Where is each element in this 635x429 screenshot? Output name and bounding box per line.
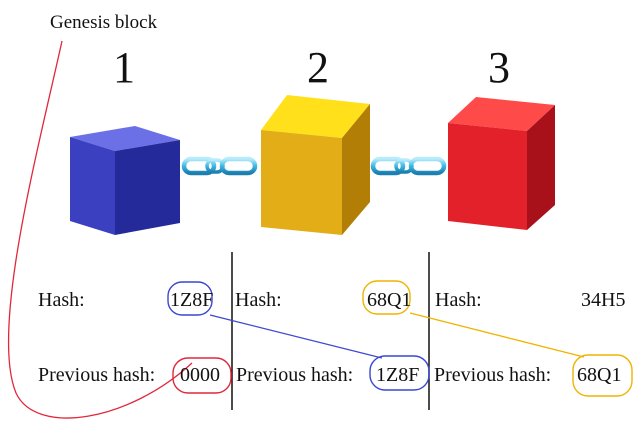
hash-link-2-3 (409, 312, 585, 358)
block-1-prev-hash-value: 0000 (180, 364, 220, 386)
hash-2-highlight (362, 280, 411, 315)
block-1-cube (70, 126, 180, 235)
block-2-hash-label: Hash: (235, 289, 282, 311)
block-3-hash-label: Hash: (435, 289, 482, 311)
hash-1-highlight (167, 281, 213, 316)
block-3-prev-hash-value: 68Q1 (577, 364, 622, 386)
block-1-prev-hash-label: Previous hash: (38, 364, 156, 386)
block-3-number: 3 (488, 43, 510, 92)
block-2-prev-hash-label: Previous hash: (236, 364, 354, 386)
block-2-cube (261, 95, 370, 235)
block-2-number: 2 (307, 43, 329, 92)
block-1-number: 1 (113, 43, 135, 92)
prev-hash-3-highlight (572, 354, 633, 397)
block-3-cube (448, 97, 555, 230)
chain-link-1-2 (181, 156, 258, 176)
block-3-prev-hash-label: Previous hash: (434, 364, 552, 386)
chain-link-2-3 (370, 156, 447, 176)
block-2-hash-value: 68Q1 (367, 289, 412, 311)
block-3-hash-value: 34H5 (581, 289, 626, 311)
block-1-hash-label: Hash: (38, 289, 85, 311)
block-2-prev-hash-value: 1Z8F (376, 364, 420, 386)
hash-link-1-2 (209, 314, 383, 359)
genesis-connector (7, 40, 193, 419)
block-1-hash-value: 1Z8F (170, 289, 214, 311)
genesis-label: Genesis block (50, 12, 158, 33)
prev-hash-1-highlight (172, 357, 232, 394)
prev-hash-2-highlight (369, 355, 430, 391)
